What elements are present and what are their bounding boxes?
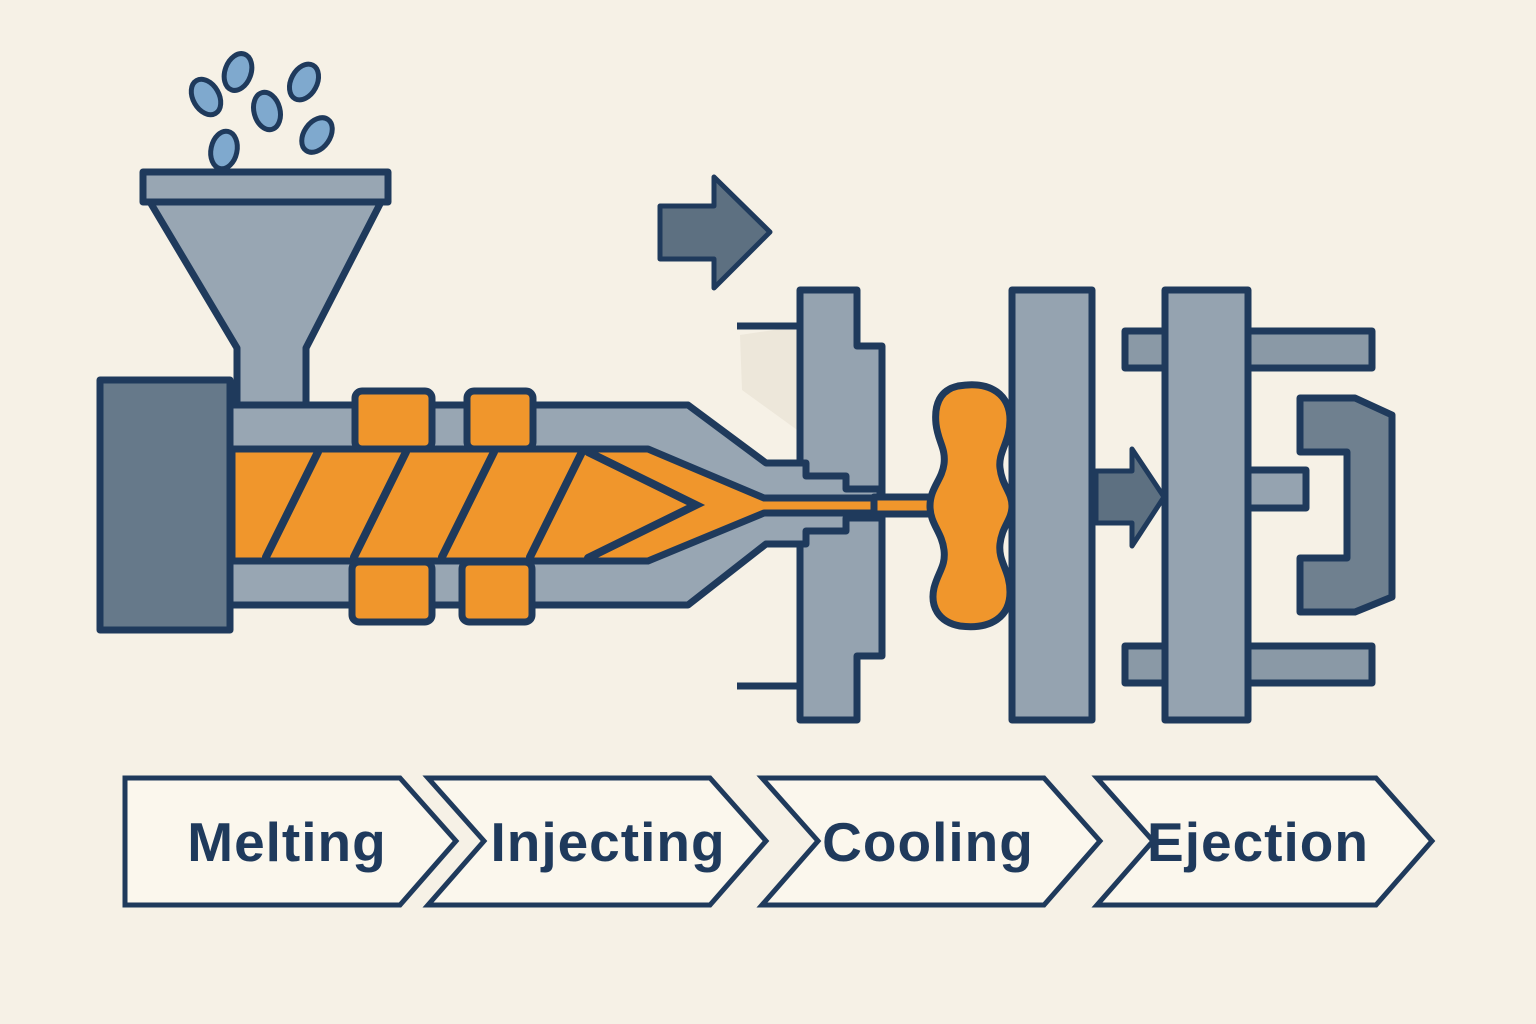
process-stage-bar: Melting Injecting Cooling Ejection (122, 775, 1436, 908)
pellet-icon (286, 61, 322, 103)
screw-flight (262, 448, 322, 561)
screw-flight (526, 448, 586, 561)
heater-band (351, 387, 436, 453)
stage-chevron-cooling (756, 775, 1104, 908)
heater-band (463, 387, 537, 453)
flow-arrow-top-icon (657, 174, 773, 291)
stage-chevron-melting (122, 775, 460, 908)
heater-bands (348, 387, 537, 626)
clamp-rod (1244, 466, 1310, 512)
nozzle-highlight-shape (740, 326, 800, 432)
clamp-unit (1296, 394, 1396, 616)
stage-chevron-injecting (422, 775, 770, 908)
moving-platen (1161, 286, 1252, 724)
pellet-icon (251, 89, 283, 133)
mold-plate-moving (1008, 286, 1096, 724)
heater-band (458, 558, 536, 626)
pellet-icon (221, 51, 255, 93)
heater-band (348, 558, 436, 626)
screw-flight (438, 448, 498, 561)
screw-flight (350, 448, 410, 561)
stage-chevron-ejection (1091, 775, 1436, 908)
flow-arrow-right-icon (1093, 446, 1167, 549)
screw-tip (584, 448, 706, 562)
screw (262, 448, 706, 562)
hopper-rim (139, 168, 392, 206)
stage-label-melting: Melting (187, 811, 386, 873)
plastic-pellets (188, 51, 335, 172)
molded-part (926, 381, 1016, 631)
pellet-icon (188, 76, 224, 118)
stage-label-injecting: Injecting (490, 811, 725, 873)
pellet-icon (299, 115, 335, 155)
stage-label-cooling: Cooling (822, 811, 1034, 873)
stage-label-ejection: Ejection (1147, 811, 1369, 873)
drive-block (96, 376, 234, 634)
